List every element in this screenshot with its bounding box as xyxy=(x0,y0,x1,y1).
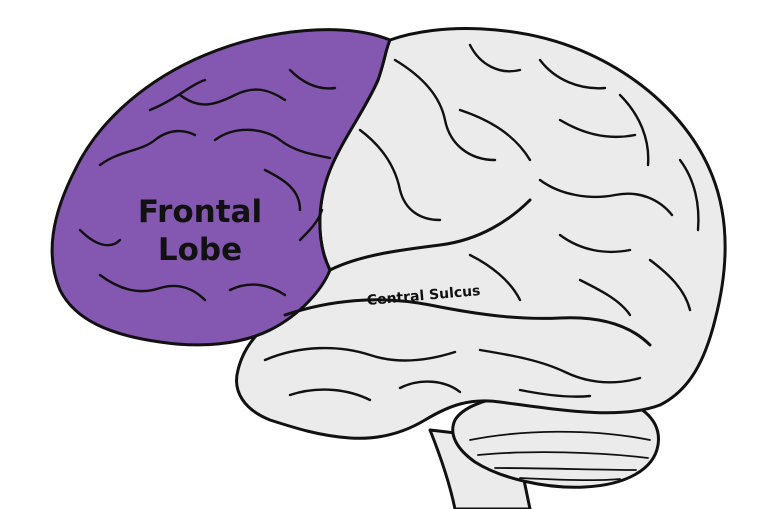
frontal-lobe-label-line2: Lobe xyxy=(158,232,242,268)
frontal-lobe-label-line1: Frontal xyxy=(138,194,262,230)
